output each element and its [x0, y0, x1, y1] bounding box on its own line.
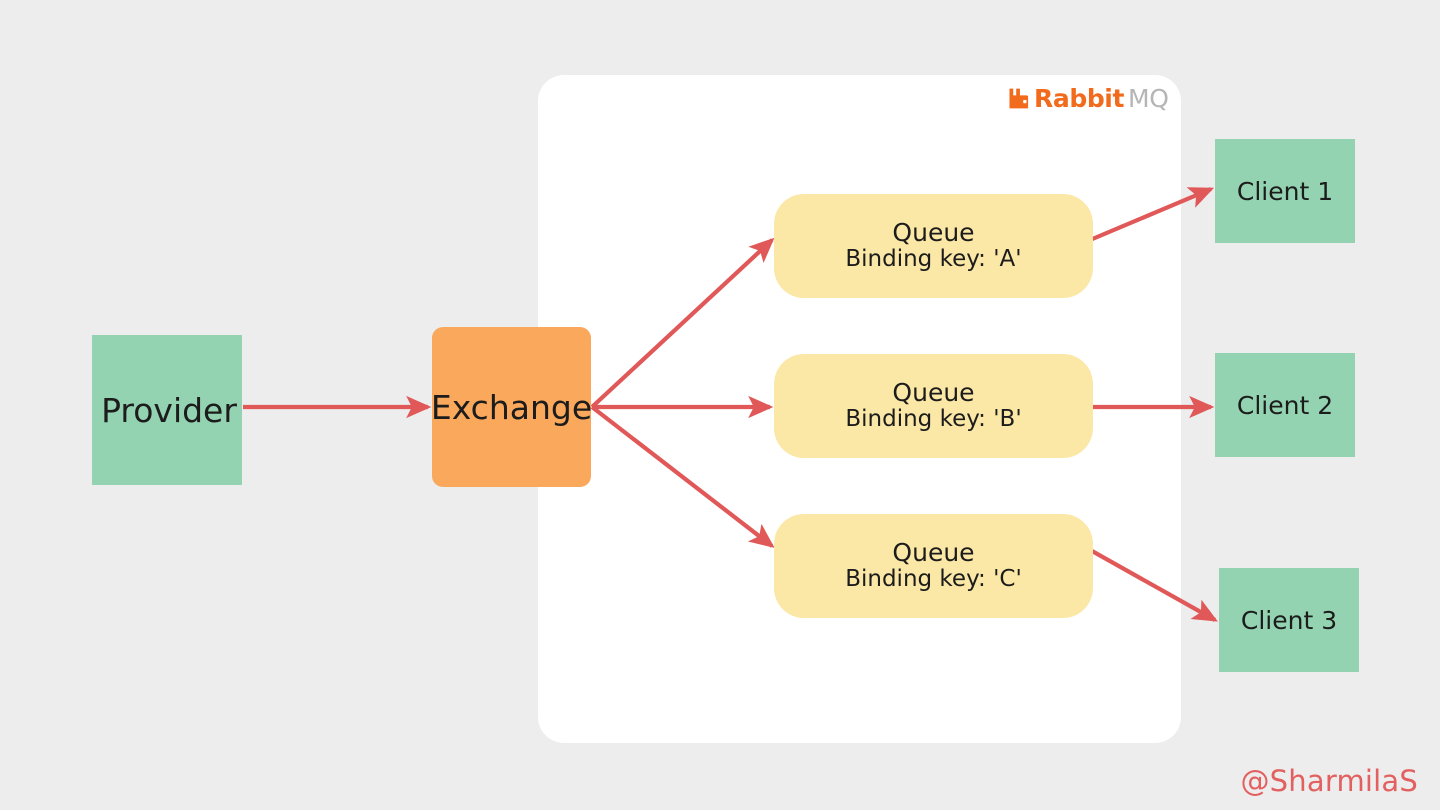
rabbitmq-logo: Rabbit MQ	[1007, 86, 1169, 111]
node-queue-a[interactable]: Queue Binding key: 'A'	[774, 194, 1093, 298]
node-provider-label: Provider	[101, 390, 237, 430]
node-client-3-label: Client 3	[1240, 605, 1338, 635]
node-client-1-label: Client 1	[1236, 176, 1334, 206]
node-client-1[interactable]: Client 1	[1215, 139, 1355, 243]
rabbitmq-logo-word-primary: Rabbit	[1034, 84, 1125, 113]
node-queue-b-title: Queue	[892, 378, 975, 408]
node-client-2[interactable]: Client 2	[1215, 353, 1355, 457]
node-exchange[interactable]: Exchange	[430, 327, 593, 487]
node-queue-b-binding-key: Binding key: 'B'	[845, 406, 1022, 433]
rabbit-icon	[1009, 88, 1029, 108]
node-queue-a-binding-key: Binding key: 'A'	[845, 246, 1022, 273]
node-queue-a-title: Queue	[892, 218, 975, 248]
node-client-2-label: Client 2	[1236, 390, 1334, 420]
author-signature: @SharmilaS	[1240, 764, 1418, 798]
node-queue-c-title: Queue	[892, 538, 975, 568]
node-queue-c-binding-key: Binding key: 'C'	[845, 566, 1022, 593]
node-client-3[interactable]: Client 3	[1219, 568, 1359, 672]
node-provider[interactable]: Provider	[92, 335, 242, 485]
node-exchange-label: Exchange	[430, 387, 593, 427]
node-queue-b[interactable]: Queue Binding key: 'B'	[774, 354, 1093, 458]
rabbitmq-logo-word-secondary: MQ	[1128, 84, 1169, 113]
node-queue-c[interactable]: Queue Binding key: 'C'	[774, 514, 1093, 618]
